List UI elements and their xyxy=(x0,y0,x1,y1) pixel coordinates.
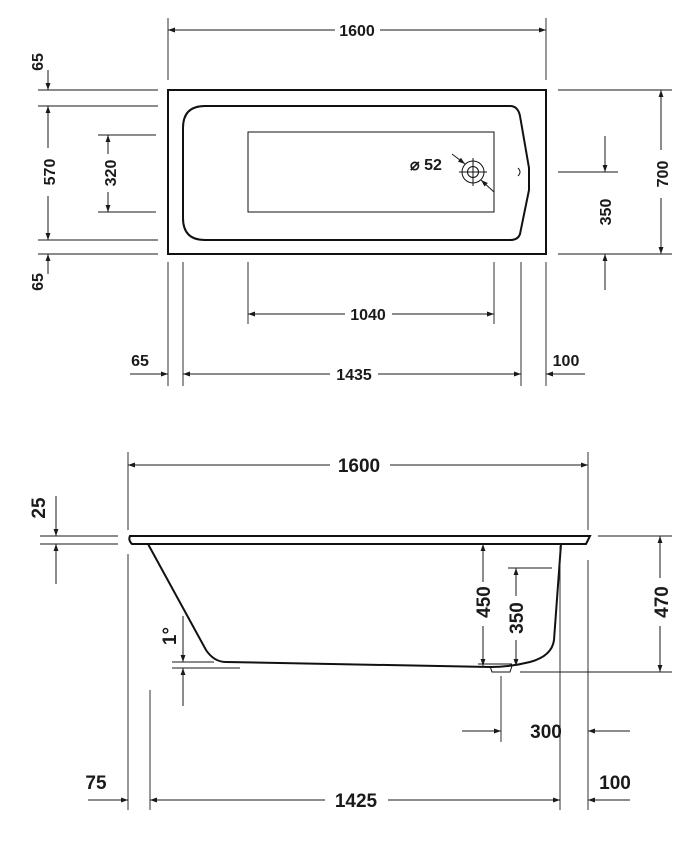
top-floor-length-label: 1040 xyxy=(350,307,386,324)
side-inner-bottom-length-label: 1425 xyxy=(335,791,378,812)
top-rim-top-label: 65 xyxy=(30,53,47,71)
side-view: 1600 25 1° 450 350 470 300 xyxy=(29,452,673,812)
tub-floor-area xyxy=(247,131,495,213)
drain-outlet xyxy=(489,665,513,673)
side-total-height-label: 470 xyxy=(652,586,673,618)
side-overall-length-label: 1600 xyxy=(338,456,380,477)
tub-basin-profile xyxy=(147,543,562,669)
top-inner-width-label: 570 xyxy=(42,159,59,186)
top-overall-width-label: 700 xyxy=(655,161,672,188)
top-drain-diameter-label: ⌀ 52 xyxy=(410,157,442,174)
tub-inner-basin xyxy=(182,105,530,241)
top-drain-offset-label: 350 xyxy=(598,199,615,226)
side-water-depth-label: 350 xyxy=(507,602,528,634)
overflow-mark xyxy=(517,167,521,177)
side-right-offset-label: 100 xyxy=(599,773,631,794)
top-inner-length-label: 1435 xyxy=(336,367,372,384)
tub-outer-outline xyxy=(167,89,547,255)
side-left-offset-label: 75 xyxy=(85,773,107,794)
top-rim-bottom-label: 65 xyxy=(30,273,47,291)
top-rim-right-label: 100 xyxy=(553,353,580,370)
tub-rim-profile xyxy=(128,535,592,545)
top-view: 1600 65 570 65 320 ⌀ 52 350 700 xyxy=(30,18,672,386)
side-slope-angle-label: 1° xyxy=(160,627,181,645)
side-drain-from-end-label: 300 xyxy=(530,722,562,743)
top-center-span-label: 320 xyxy=(103,160,120,187)
top-rim-left-label: 65 xyxy=(131,353,149,370)
side-depth-to-floor-label: 450 xyxy=(474,586,495,618)
top-overall-length-label: 1600 xyxy=(339,23,375,40)
side-rim-thickness-label: 25 xyxy=(29,497,50,519)
